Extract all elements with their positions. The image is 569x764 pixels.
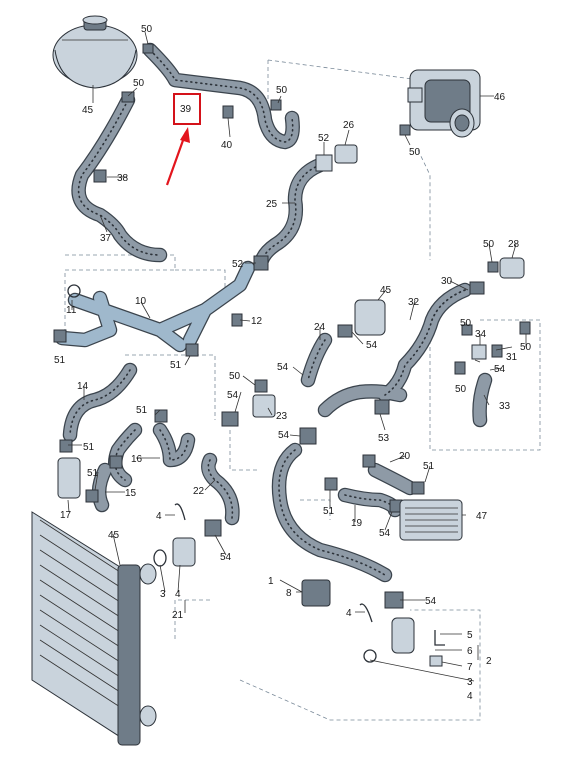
label-50: 50 [133,78,145,89]
label-51: 51 [423,461,435,472]
label-54: 54 [366,340,378,351]
label-17: 17 [60,510,72,521]
label-2: 2 [486,656,492,667]
label-54: 54 [220,552,232,563]
label-50: 50 [409,147,421,158]
label-38: 38 [117,173,129,184]
hose-texture [69,49,466,576]
label-47: 47 [476,511,488,522]
label-51: 51 [54,355,66,366]
label-32: 32 [408,297,420,308]
label-31: 31 [506,352,518,363]
label-4: 4 [175,589,181,600]
label-4: 4 [467,691,473,702]
label-50: 50 [520,342,532,353]
label-54: 54 [278,430,290,441]
label-50: 50 [141,24,153,35]
label-51: 51 [323,506,335,517]
label-30: 30 [441,276,453,287]
label-33: 33 [499,401,511,412]
label-50: 50 [483,239,495,250]
label-50: 50 [229,371,241,382]
label-51: 51 [136,405,148,416]
label-1: 1 [268,576,274,587]
label-4: 4 [346,608,352,619]
label-54: 54 [277,362,289,373]
label-52: 52 [318,133,330,144]
label-23: 23 [276,411,288,422]
label-8: 8 [286,588,292,599]
label-19: 19 [351,518,363,529]
label-50: 50 [455,384,467,395]
label-51: 51 [83,442,95,453]
label-3: 3 [160,589,166,600]
label-7: 7 [467,662,473,673]
highlighted-part-39[interactable]: 39 [165,93,201,186]
arrowhead-icon [180,127,190,143]
label-4: 4 [156,511,162,522]
label-12: 12 [251,316,263,327]
label-50: 50 [460,318,472,329]
label-22: 22 [193,486,205,497]
label-45: 45 [108,530,120,541]
label-34: 34 [475,329,487,340]
label-14: 14 [77,381,89,392]
label-54: 54 [379,528,391,539]
label-24: 24 [314,322,326,333]
label-15: 15 [125,488,137,499]
label-28: 28 [508,239,520,250]
label-51: 51 [87,468,99,479]
label-3: 3 [467,677,473,688]
throttle-body[interactable] [407,69,481,138]
label-25: 25 [266,199,278,210]
oil-cooler[interactable] [399,499,463,541]
label-11: 11 [66,305,77,316]
label-10: 10 [135,296,147,307]
label-21: 21 [172,610,184,621]
label-54: 54 [425,596,437,607]
label-37: 37 [100,233,112,244]
label-16: 16 [131,454,143,465]
label-52: 52 [232,259,244,270]
label-5: 5 [467,630,473,641]
label-26: 26 [343,120,355,131]
label-46: 46 [494,92,506,103]
label-45: 45 [82,105,94,116]
label-40: 40 [221,140,233,151]
part-labels: 50 50 45 50 46 40 52 26 50 38 37 25 52 5… [54,24,532,702]
label-50: 54 [494,364,506,375]
radiator[interactable] [31,511,157,746]
label-39: 39 [180,104,192,115]
leader-lines [67,31,527,682]
label-51: 51 [170,360,182,371]
expansion-tank[interactable] [52,15,138,89]
clamps[interactable] [53,43,531,667]
label-6: 6 [467,646,473,657]
label-53: 53 [378,433,390,444]
label-54: 54 [227,390,239,401]
label-20: 20 [399,451,411,462]
label-45: 45 [380,285,392,296]
label-50: 50 [276,85,288,96]
